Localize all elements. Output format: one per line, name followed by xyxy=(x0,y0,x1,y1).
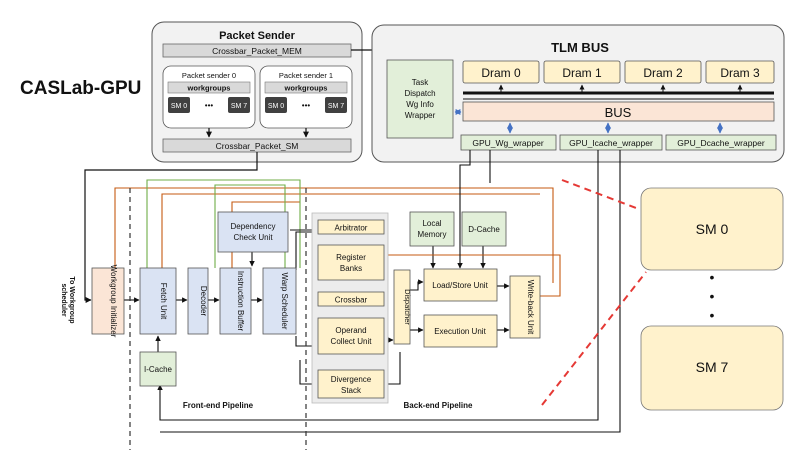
operand-collect-box xyxy=(317,317,385,355)
dependency-check-box xyxy=(217,211,289,253)
dram-0-label: Dram 0 xyxy=(481,66,521,80)
write-back-unit-box xyxy=(509,275,541,339)
bus-box xyxy=(462,101,775,122)
sender-0-sm-last: SM 7 xyxy=(231,103,247,110)
crossbar-box xyxy=(317,291,385,307)
dram-1-box xyxy=(543,60,621,84)
to-scheduler-line-2: scheduler xyxy=(60,283,67,316)
instruction-buffer-label: Instruction Buffer xyxy=(236,271,245,332)
pipeline-wires xyxy=(84,150,621,433)
dram-1-label: Dram 1 xyxy=(562,66,602,80)
front-end-pipeline-label: Front-end Pipeline xyxy=(183,401,254,410)
packet-sender-1: Packet sender 1 workgroups SM 0 ••• SM 7 xyxy=(259,65,353,129)
sender-1-dots: ••• xyxy=(302,101,311,110)
operand-collect-line-1: Operand xyxy=(335,326,366,335)
operand-collect-line-2: Collect Unit xyxy=(331,337,373,346)
gpu-dcache-wrapper-label: GPU_Dcache_wrapper xyxy=(677,138,765,148)
to-scheduler-line-1: To Workgroup xyxy=(68,276,75,323)
sm-dot-1: • xyxy=(710,269,715,285)
dcache-box xyxy=(461,211,507,247)
instruction-buffer-box xyxy=(219,267,252,335)
crossbar-packet-sm-label: Crossbar_Packet_SM xyxy=(216,141,299,151)
dispatcher-box xyxy=(393,269,411,345)
packet-sender-0: Packet sender 0 workgroups SM 0 ••• SM 7 xyxy=(162,65,256,129)
local-memory-box xyxy=(409,211,455,247)
gpu-wg-wrapper-label: GPU_Wg_wrapper xyxy=(472,138,544,148)
dependency-check-line-2: Check Unit xyxy=(233,233,273,242)
write-back-unit-label: Write-back Unit xyxy=(526,280,535,335)
local-memory-line-1: Local xyxy=(422,219,441,228)
pipeline-blocks: To Workgroup scheduler Workgroup Initial… xyxy=(60,211,541,410)
sender-1-sm-first: SM 0 xyxy=(268,103,284,110)
dispatcher-label: Dispatcher xyxy=(403,289,412,325)
dram-2-label: Dram 2 xyxy=(643,66,683,80)
fetch-unit-label: Fetch Unit xyxy=(159,283,168,320)
warp-scheduler-label: Warp Scheduler xyxy=(280,272,289,329)
icache-box xyxy=(139,351,177,387)
load-store-unit-box xyxy=(423,268,498,302)
sm-dot-3: • xyxy=(710,307,715,323)
sender-1-sm-last: SM 7 xyxy=(328,103,344,110)
brand-title: CASLab-GPU xyxy=(20,78,141,99)
packet-sender-title: Packet Sender xyxy=(219,30,296,42)
workgroups-label-0: workgroups xyxy=(187,84,231,93)
packet-sender-panel: Packet Sender Crossbar_Packet_MEM Packet… xyxy=(151,21,363,163)
crossbar-packet-mem-label: Crossbar_Packet_MEM xyxy=(212,46,302,56)
local-memory-line-2: Memory xyxy=(418,230,447,239)
tlm-bus-panel: TLM BUS Task Dispatch Wg Info Wrapper Dr… xyxy=(371,24,785,163)
sm-0-label: SM 0 xyxy=(696,221,729,237)
gpu-dcache-wrapper-box xyxy=(665,134,777,151)
task-dispatch-line-4: Wrapper xyxy=(405,111,436,120)
bus-label: BUS xyxy=(605,105,632,120)
fetch-unit-box xyxy=(139,267,177,335)
divergence-stack-line-1: Divergence xyxy=(331,375,372,384)
arbitrator-label: Arbitrator xyxy=(335,224,368,233)
dram-2-box xyxy=(624,60,702,84)
workgroup-initializer-box xyxy=(91,267,125,335)
dram-3-label: Dram 3 xyxy=(720,66,760,80)
arbitrator-box xyxy=(317,219,385,235)
icache-label: I-Cache xyxy=(144,365,173,374)
divergence-stack-box xyxy=(317,369,385,399)
gpu-icache-wrapper-label: GPU_Icache_wrapper xyxy=(569,138,653,148)
sm-0-box xyxy=(640,187,784,271)
execution-unit-box xyxy=(423,314,498,348)
dram-0-box xyxy=(462,60,540,84)
crossbar-label: Crossbar xyxy=(335,296,368,305)
task-dispatch-line-3: Wg Info xyxy=(406,100,434,109)
decoder-box xyxy=(187,267,209,335)
packet-sender-1-title: Packet sender 1 xyxy=(279,71,333,80)
load-store-unit-label: Load/Store Unit xyxy=(432,281,488,290)
gpu-icache-wrapper-box xyxy=(559,134,663,151)
gpu-wg-wrapper-box xyxy=(460,134,557,151)
workgroups-label-1: workgroups xyxy=(284,84,328,93)
dram-3-box xyxy=(705,60,775,84)
dependency-check-line-1: Dependency xyxy=(231,222,276,231)
register-banks-box xyxy=(317,244,385,281)
sm-dot-2: • xyxy=(710,288,715,304)
register-banks-line-1: Register xyxy=(336,253,366,262)
sender-0-sm-first: SM 0 xyxy=(171,103,187,110)
decoder-label: Decoder xyxy=(199,286,208,317)
execution-unit-label: Execution Unit xyxy=(434,327,486,336)
divergence-stack-line-2: Stack xyxy=(341,386,362,395)
sender-0-dots: ••• xyxy=(205,101,214,110)
task-dispatch-line-2: Dispatch xyxy=(404,89,435,98)
sm-7-box xyxy=(640,325,784,411)
register-banks-line-2: Banks xyxy=(340,264,362,273)
back-end-pipeline-label: Back-end Pipeline xyxy=(404,401,473,410)
warp-scheduler-box xyxy=(262,267,297,335)
packet-sender-0-title: Packet sender 0 xyxy=(182,71,236,80)
zoom-line-bottom xyxy=(541,271,647,406)
tlm-bus-title: TLM BUS xyxy=(551,40,609,55)
task-dispatch-line-1: Task xyxy=(412,78,429,87)
zoom-line-top xyxy=(561,179,637,209)
workgroup-initializer-label: Workgroup Initializer xyxy=(109,265,118,338)
task-dispatch-box xyxy=(386,59,454,139)
dcache-label: D-Cache xyxy=(468,225,500,234)
sm-7-label: SM 7 xyxy=(696,359,729,375)
sm-panel: SM 0 • • • SM 7 xyxy=(640,187,784,411)
